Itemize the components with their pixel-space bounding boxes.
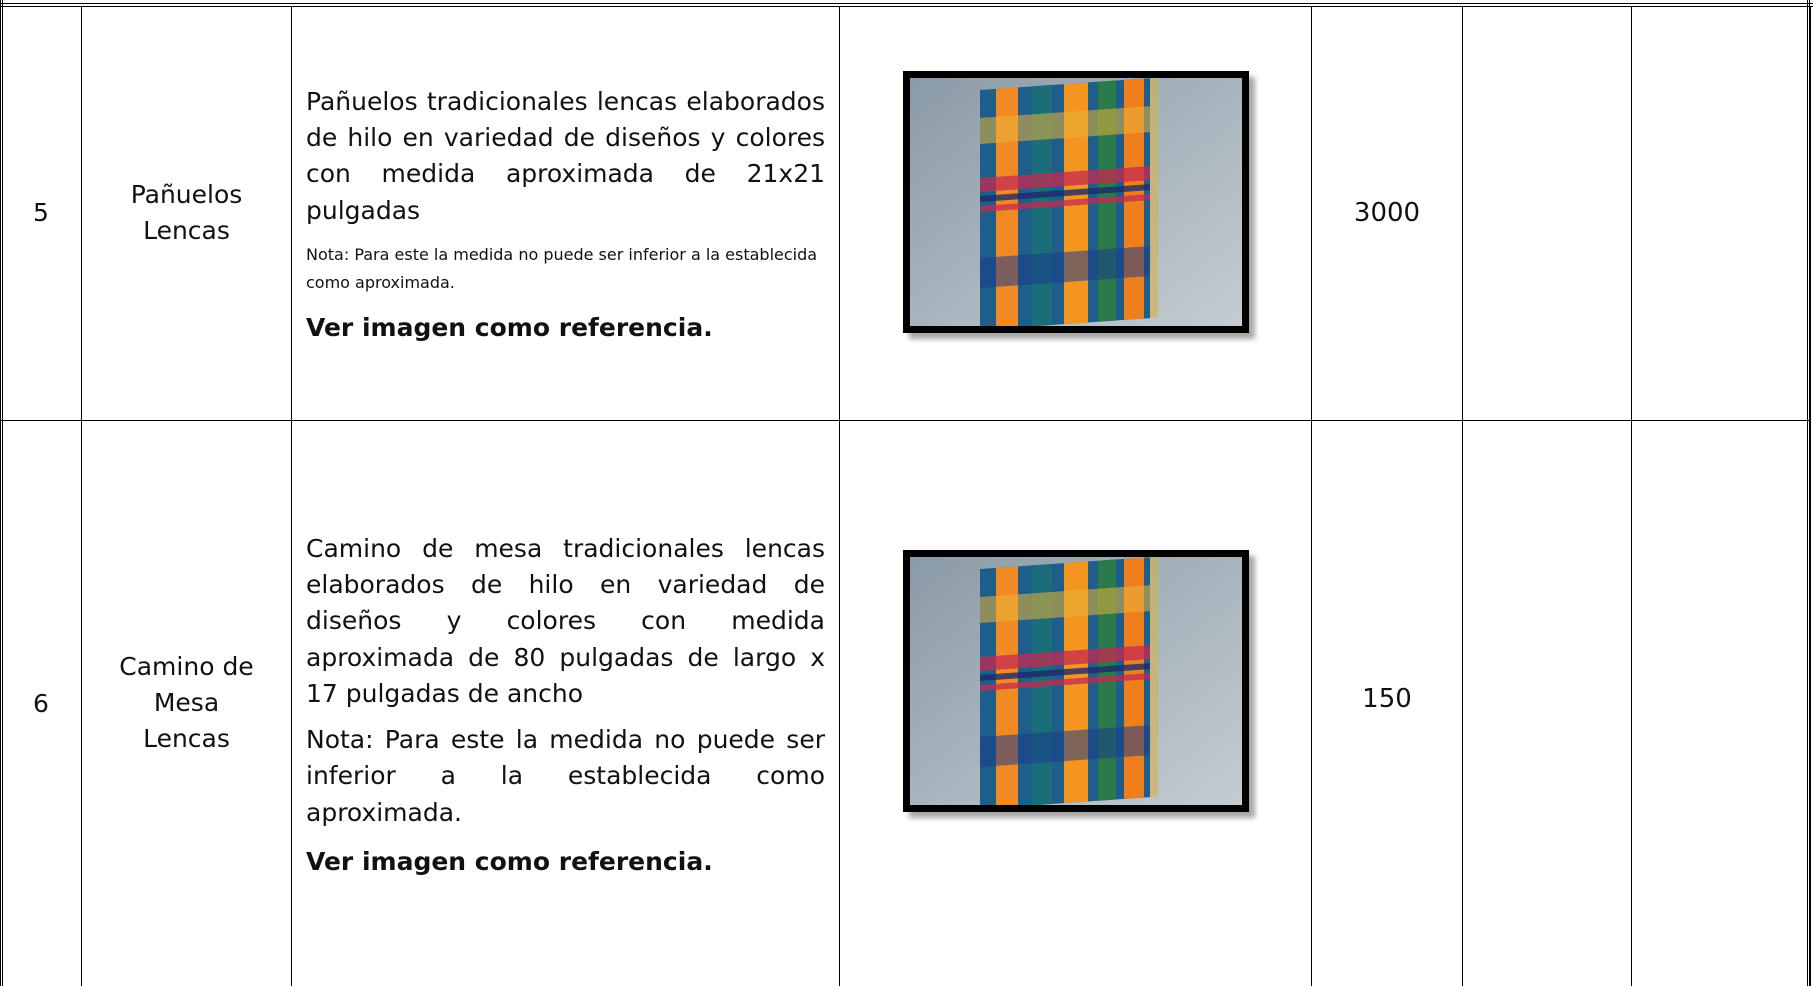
table-right-border: [1807, 0, 1813, 986]
item-reference: Ver imagen como referencia.: [306, 312, 713, 342]
item-description: Pañuelos tradicionales lencas elaborados…: [306, 86, 825, 225]
item-image-cell: [839, 6, 1312, 421]
item-name-text: Camino de Mesa Lencas: [119, 651, 254, 754]
item-name-text: Pañuelos Lencas: [130, 179, 243, 245]
empty-cell: [1631, 6, 1811, 421]
item-quantity: 3000: [1311, 6, 1463, 421]
item-description-cell: Camino de mesa tradicionales lencas elab…: [291, 419, 840, 986]
empty-cell: [1462, 419, 1632, 986]
textile-photo: [902, 550, 1249, 813]
plaid-textile-image: [909, 557, 1242, 806]
table-left-border: [0, 0, 7, 986]
empty-cell: [1631, 419, 1811, 986]
empty-cell: [1462, 6, 1632, 421]
plaid-textile-image: [909, 77, 1242, 326]
item-number: 5: [0, 6, 82, 421]
product-table: 5 Pañuelos Lencas Pañuelos tradicionales…: [0, 6, 1811, 986]
item-note: Nota: Para este la medida no puede ser i…: [306, 244, 818, 292]
item-image-cell: [839, 419, 1312, 986]
item-description-cell: Pañuelos tradicionales lencas elaborados…: [291, 6, 840, 421]
item-name: Camino de Mesa Lencas: [81, 419, 292, 986]
item-name: Pañuelos Lencas: [81, 6, 292, 421]
table-row: 5 Pañuelos Lencas Pañuelos tradicionales…: [0, 6, 1811, 421]
item-description: Camino de mesa tradicionales lencas elab…: [306, 533, 825, 708]
item-note: Nota: Para este la medida no puede ser i…: [306, 725, 825, 827]
item-quantity: 150: [1311, 419, 1463, 986]
item-number: 6: [0, 419, 82, 986]
item-reference: Ver imagen como referencia.: [306, 846, 713, 876]
textile-photo: [902, 70, 1249, 333]
table-row: 6 Camino de Mesa Lencas Camino de mesa t…: [0, 419, 1811, 986]
